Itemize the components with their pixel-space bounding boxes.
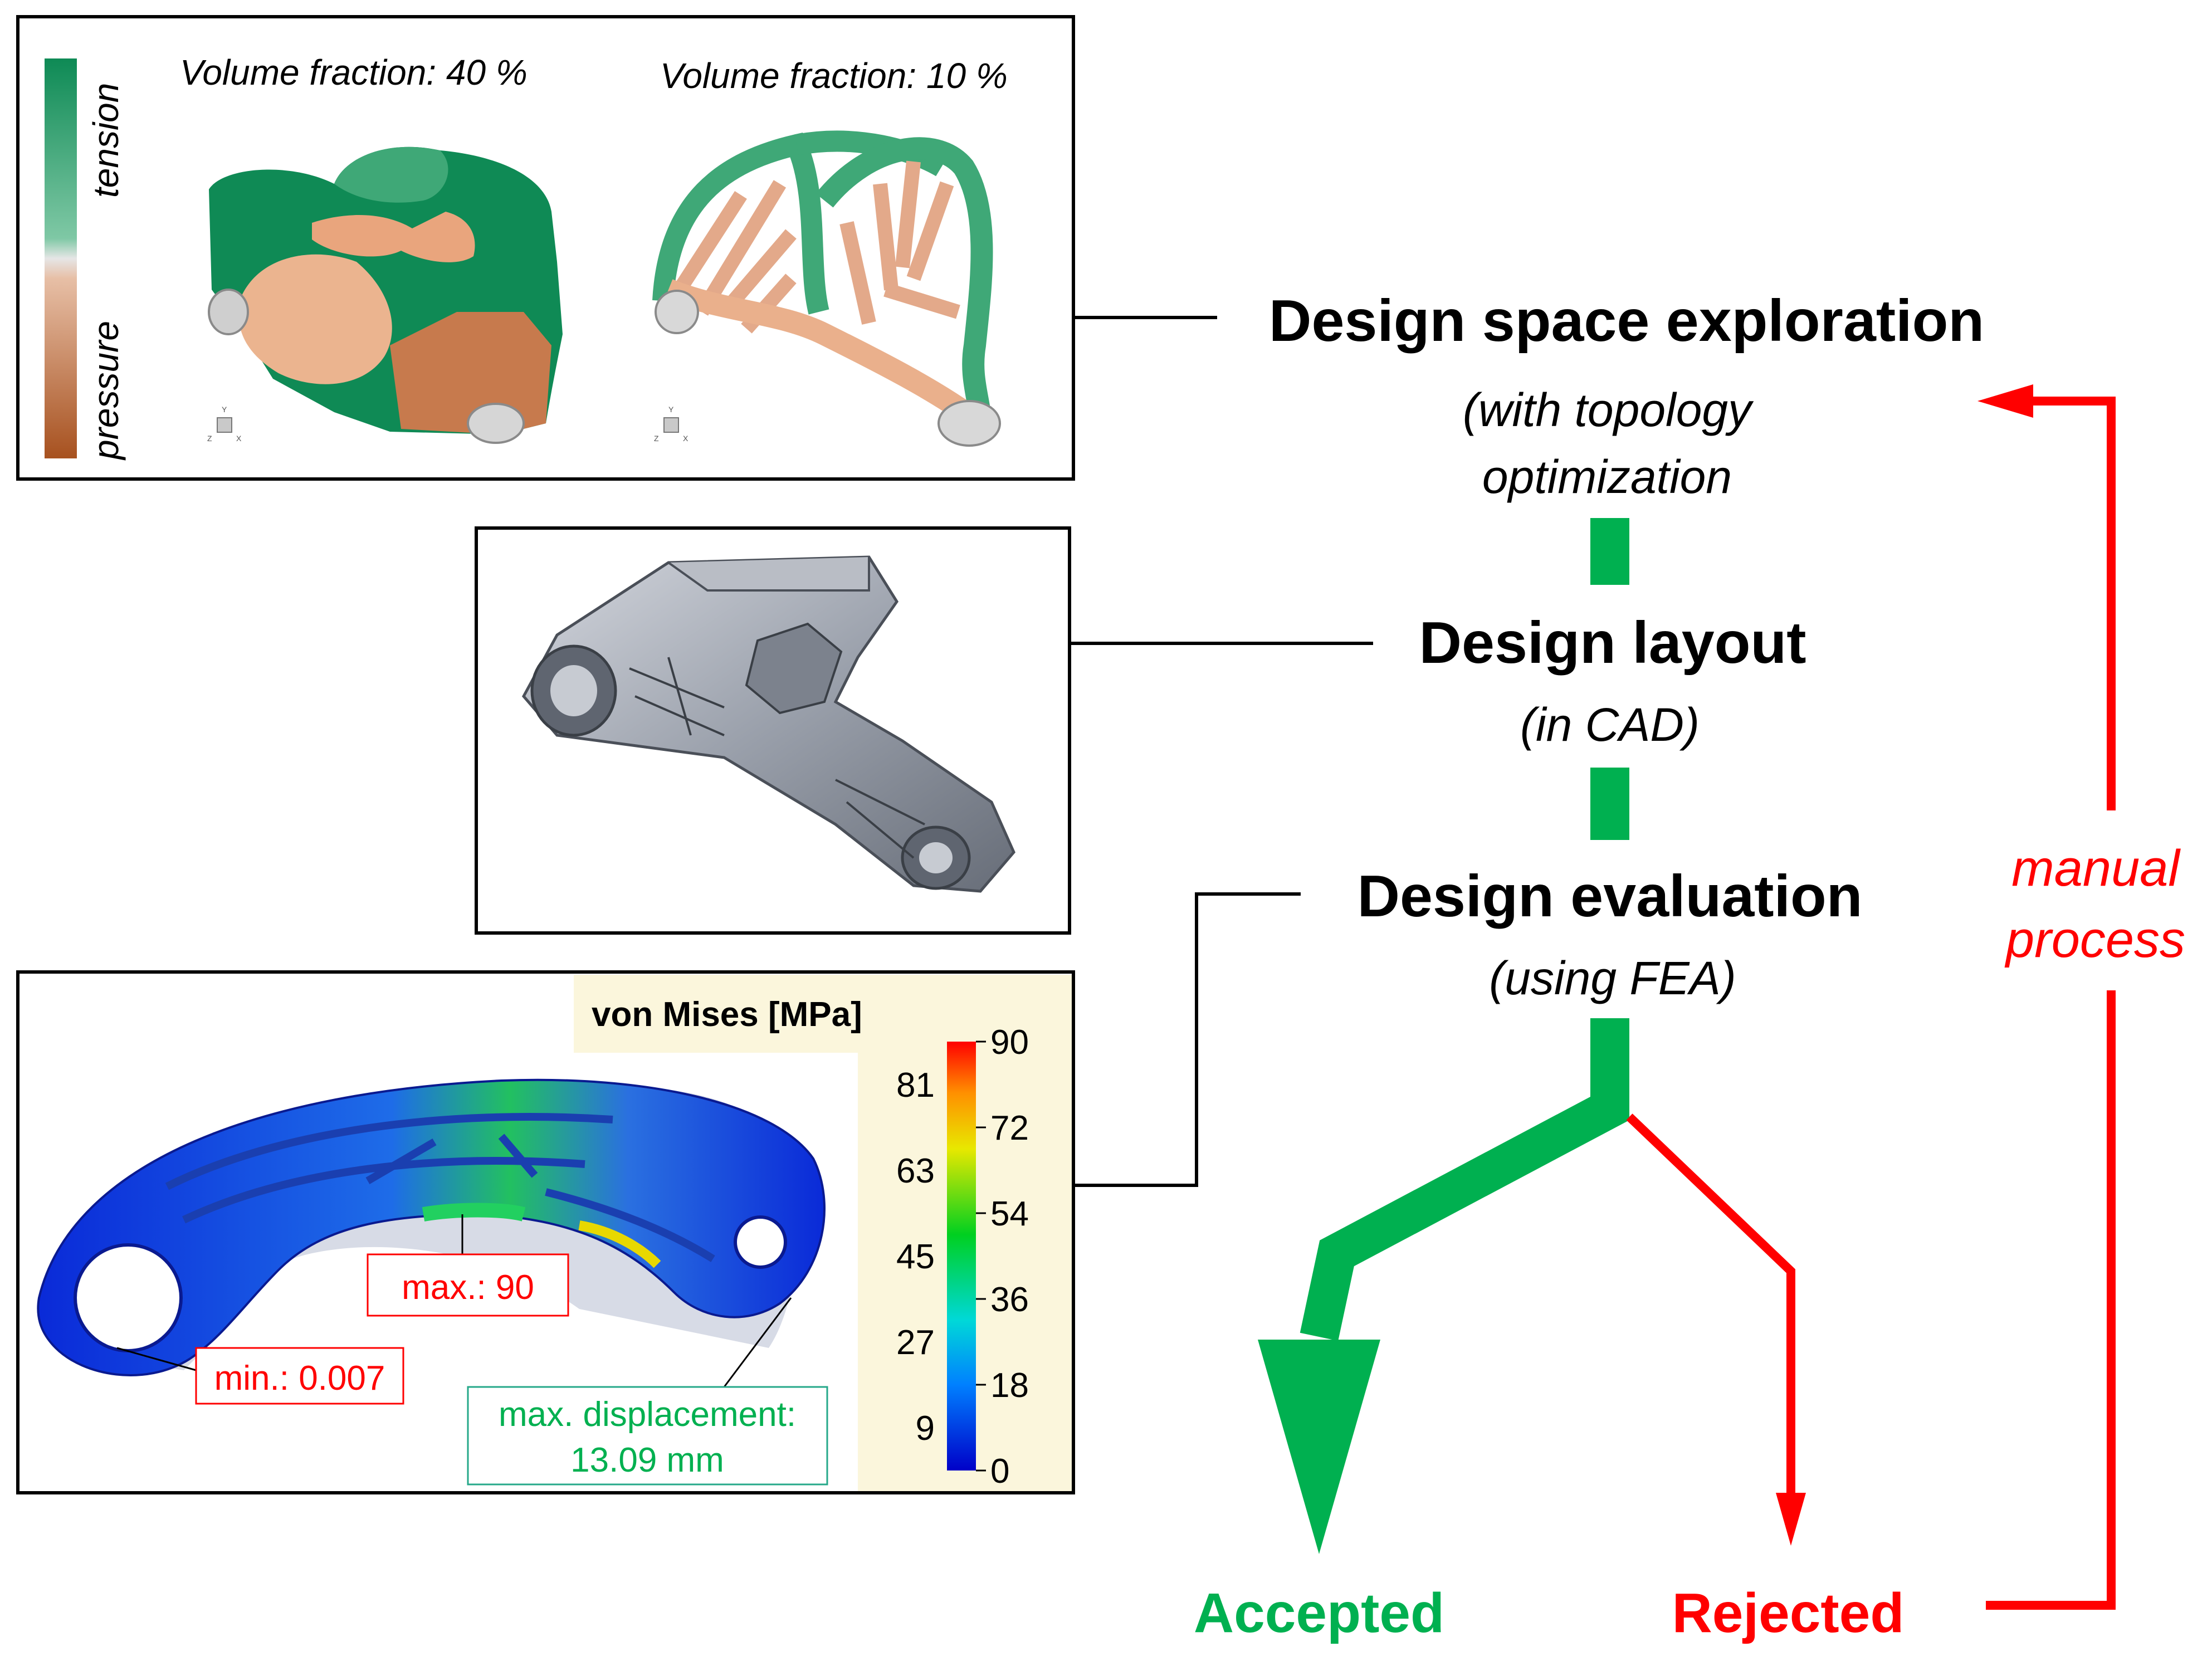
colorbar-tick-right: 90	[990, 1023, 1029, 1062]
triad-left-y: Y	[222, 405, 227, 414]
colorbar-tick-right: 72	[990, 1109, 1029, 1147]
fea-model	[37, 1078, 826, 1376]
displacement-annotation-box	[467, 1386, 828, 1486]
triad-right-y: Y	[668, 405, 674, 414]
max-annotation: max.: 90	[402, 1268, 534, 1307]
design-layout-title: Design layout	[1419, 610, 1806, 676]
manual-process-line2: process	[2004, 911, 2185, 968]
colorbar-tick-right: 36	[990, 1281, 1029, 1319]
colorbar-ticks-left: 81 63 45 27 9	[896, 1066, 935, 1448]
triad-right-x: X	[683, 434, 688, 443]
tension-pressure-colorbar	[45, 58, 77, 458]
colorbar-tick-left: 81	[896, 1066, 935, 1105]
volume-fraction-40-label: Volume fraction: 40 %	[180, 52, 528, 92]
design-evaluation-sub: (using FEA)	[1489, 952, 1736, 1004]
fea-legend-title-bg	[574, 975, 1072, 1053]
colorbar-tick-right: 18	[990, 1366, 1029, 1405]
colorbar-tick-left: 45	[896, 1238, 935, 1276]
colorbar-tick-right: 54	[990, 1195, 1029, 1233]
max-annotation-box	[367, 1253, 569, 1317]
triad-left-x: X	[236, 434, 242, 443]
rejected-arrowhead-icon	[1776, 1493, 1806, 1546]
colorbar-tick-left: 63	[896, 1152, 935, 1190]
min-leader-line	[116, 1347, 197, 1371]
triad-right-z: Z	[654, 434, 659, 443]
accepted-path	[1300, 1018, 1629, 1341]
accepted-label: Accepted	[1194, 1582, 1444, 1644]
topology-panel: tension pressure Volume fraction: 40 % V…	[16, 15, 1075, 481]
colorbar-ticks-right: 90 72 54 36 18 0	[976, 1023, 1029, 1491]
topology-result-40	[208, 146, 563, 444]
manual-loop-lower	[1986, 990, 2116, 1610]
coordinate-triad-left-icon: Y Z X	[207, 405, 242, 443]
manual-loop-arrowhead-icon	[1977, 384, 2033, 418]
tension-label-rotated: tension	[86, 83, 126, 198]
cad-model	[521, 555, 1015, 893]
volume-fraction-10-label: Volume fraction: 10 %	[660, 56, 1008, 96]
manual-loop-upper	[2011, 397, 2116, 810]
design-space-exploration-sub2: optimization	[1482, 451, 1732, 503]
manual-process-line1: manual	[2011, 840, 2181, 897]
min-annotation-box	[195, 1347, 404, 1405]
topology-result-10	[652, 130, 1001, 447]
min-annotation: min.: 0.007	[214, 1359, 385, 1398]
process-steps: Design space exploration (with topology …	[1269, 288, 1984, 1004]
rejected-label: Rejected	[1672, 1582, 1905, 1644]
displacement-leader-line	[723, 1297, 792, 1388]
design-space-exploration-title: Design space exploration	[1269, 288, 1984, 354]
displacement-annotation-line2: 13.09 mm	[570, 1441, 724, 1479]
connector-evaluation	[1073, 892, 1301, 1187]
von-mises-title: von Mises [MPa]	[592, 995, 862, 1034]
coordinate-triad-right-icon: Y Z X	[654, 405, 688, 443]
colorbar-tick-left: 27	[896, 1323, 935, 1362]
fea-panel: von Mises [MPa] 90 72 54 36 18 0 81 63 45 27 9 ma…	[16, 970, 1075, 1494]
cad-panel	[475, 526, 1071, 935]
design-layout-sub: (in CAD)	[1520, 698, 1700, 751]
design-space-exploration-sub1: (with topology	[1463, 384, 1754, 436]
flow-bar-2	[1590, 768, 1629, 840]
design-evaluation-title: Design evaluation	[1357, 863, 1862, 929]
accepted-arrowhead-icon	[1258, 1340, 1380, 1554]
pressure-label-rotated: pressure	[86, 321, 126, 461]
colorbar-tick-right: 0	[990, 1452, 1009, 1491]
flow-bar-1	[1590, 518, 1629, 585]
colorbar-tick-left: 9	[916, 1409, 935, 1448]
triad-left-z: Z	[207, 434, 212, 443]
von-mises-colorbar	[947, 1042, 976, 1471]
rejected-path	[1626, 1113, 1795, 1509]
displacement-annotation-line1: max. displacement:	[499, 1395, 796, 1434]
